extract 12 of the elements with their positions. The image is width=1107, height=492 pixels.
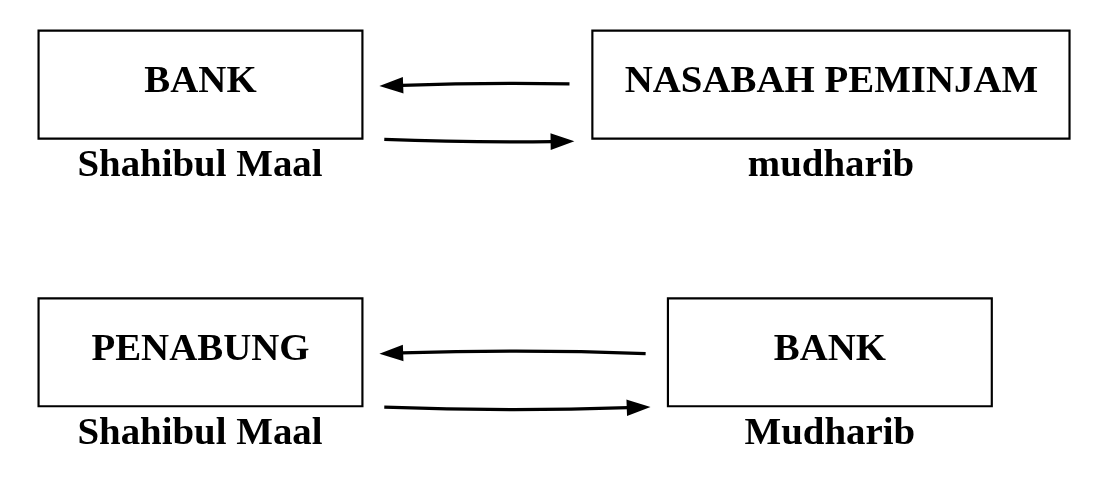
node-box: PENABUNG [37,296,364,407]
arrow [384,398,651,416]
arrow [384,132,575,150]
arrow [379,344,646,361]
node-label: mudharib [747,140,915,184]
node-label: Mudharib [744,408,916,452]
node-box: BANK [666,296,993,407]
node-box: BANK [37,29,364,140]
node-label: Shahibul Maal [77,408,323,452]
node-label: Shahibul Maal [77,140,323,184]
node-box: NASABAH PEMINJAM [591,29,1071,140]
arrow [379,76,570,94]
